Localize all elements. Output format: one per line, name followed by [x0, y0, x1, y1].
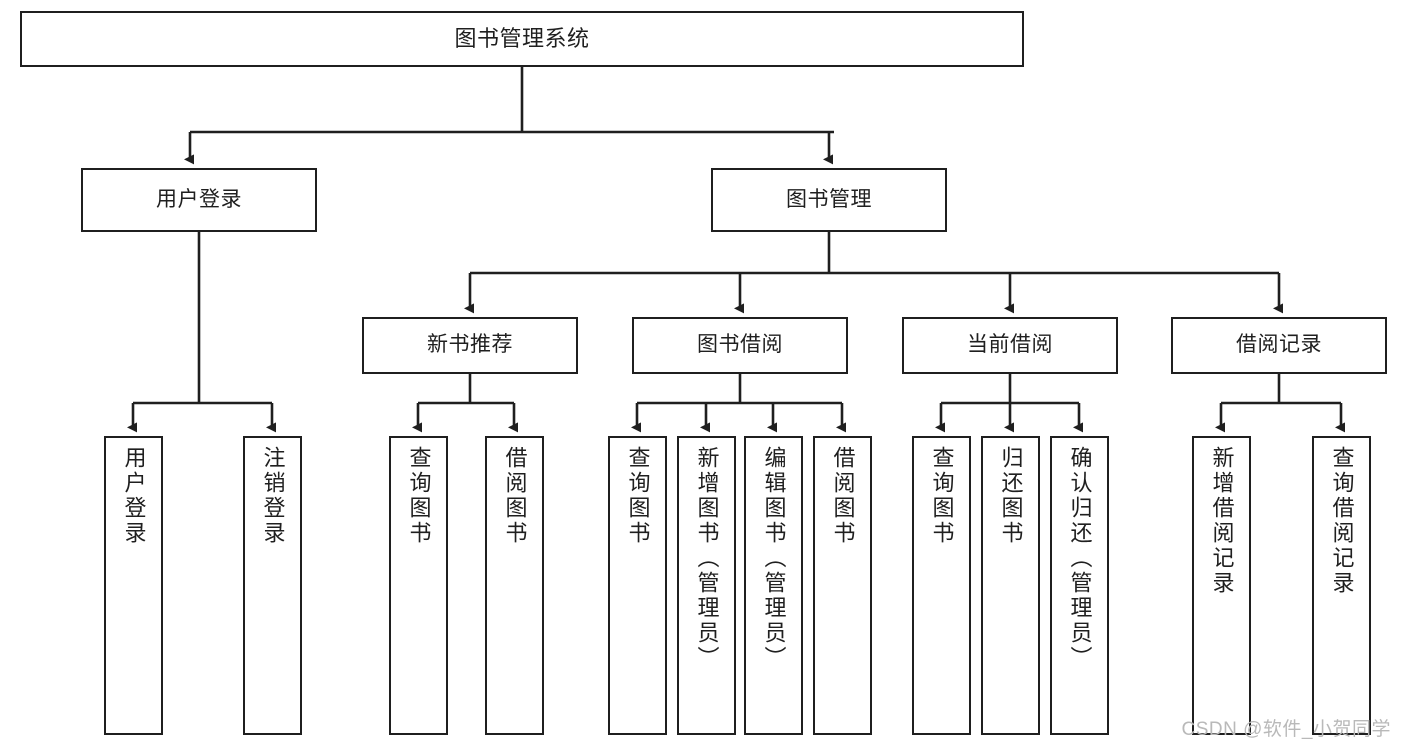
node-leaf-add-borrow-record-label: 新增借阅记录 — [1209, 446, 1235, 596]
node-leaf-logout-login[interactable]: 注销登录 — [243, 436, 302, 735]
node-book-management-label: 图书管理 — [786, 187, 872, 211]
node-leaf-add-book-admin[interactable]: 新增图书（管理员） — [677, 436, 736, 735]
node-leaf-user-login-label: 用户登录 — [121, 446, 147, 546]
node-leaf-query-book-1[interactable]: 查询图书 — [389, 436, 448, 735]
node-book-borrow[interactable]: 图书借阅 — [632, 317, 848, 374]
node-leaf-borrow-book-1[interactable]: 借阅图书 — [485, 436, 544, 735]
node-leaf-query-book-1-label: 查询图书 — [406, 446, 432, 546]
node-leaf-borrow-book-2[interactable]: 借阅图书 — [813, 436, 872, 735]
node-leaf-query-book-2[interactable]: 查询图书 — [608, 436, 667, 735]
node-root-system[interactable]: 图书管理系统 — [20, 11, 1024, 67]
node-leaf-add-book-admin-label: 新增图书（管理员） — [694, 446, 720, 671]
node-leaf-borrow-book-1-label: 借阅图书 — [502, 446, 528, 546]
node-new-book-recommend-label: 新书推荐 — [427, 333, 513, 357]
node-leaf-edit-book-admin[interactable]: 编辑图书（管理员） — [744, 436, 803, 735]
node-leaf-query-borrow-record-label: 查询借阅记录 — [1329, 446, 1355, 596]
node-leaf-query-book-2-label: 查询图书 — [625, 446, 651, 546]
node-book-management[interactable]: 图书管理 — [711, 168, 947, 232]
node-leaf-return-book[interactable]: 归还图书 — [981, 436, 1040, 735]
node-leaf-confirm-return-admin[interactable]: 确认归还（管理员） — [1050, 436, 1109, 735]
node-leaf-edit-book-admin-label: 编辑图书（管理员） — [761, 446, 787, 671]
node-current-borrow-label: 当前借阅 — [967, 333, 1053, 357]
node-user-login[interactable]: 用户登录 — [81, 168, 317, 232]
node-current-borrow[interactable]: 当前借阅 — [902, 317, 1118, 374]
node-new-book-recommend[interactable]: 新书推荐 — [362, 317, 578, 374]
watermark-text: CSDN @软件_小贺同学 — [1181, 719, 1391, 740]
node-leaf-query-book-3-label: 查询图书 — [929, 446, 955, 546]
node-leaf-confirm-return-admin-label: 确认归还（管理员） — [1067, 446, 1093, 671]
node-leaf-user-login[interactable]: 用户登录 — [104, 436, 163, 735]
node-book-borrow-label: 图书借阅 — [697, 333, 783, 357]
node-leaf-query-book-3[interactable]: 查询图书 — [912, 436, 971, 735]
node-leaf-borrow-book-2-label: 借阅图书 — [830, 446, 856, 546]
node-user-login-label: 用户登录 — [156, 187, 242, 211]
node-leaf-add-borrow-record[interactable]: 新增借阅记录 — [1192, 436, 1251, 735]
node-borrow-record-label: 借阅记录 — [1236, 333, 1322, 357]
node-leaf-logout-login-label: 注销登录 — [260, 446, 286, 546]
node-root-system-label: 图书管理系统 — [454, 26, 590, 52]
node-leaf-query-borrow-record[interactable]: 查询借阅记录 — [1312, 436, 1371, 735]
node-borrow-record[interactable]: 借阅记录 — [1171, 317, 1387, 374]
node-leaf-return-book-label: 归还图书 — [998, 446, 1024, 546]
